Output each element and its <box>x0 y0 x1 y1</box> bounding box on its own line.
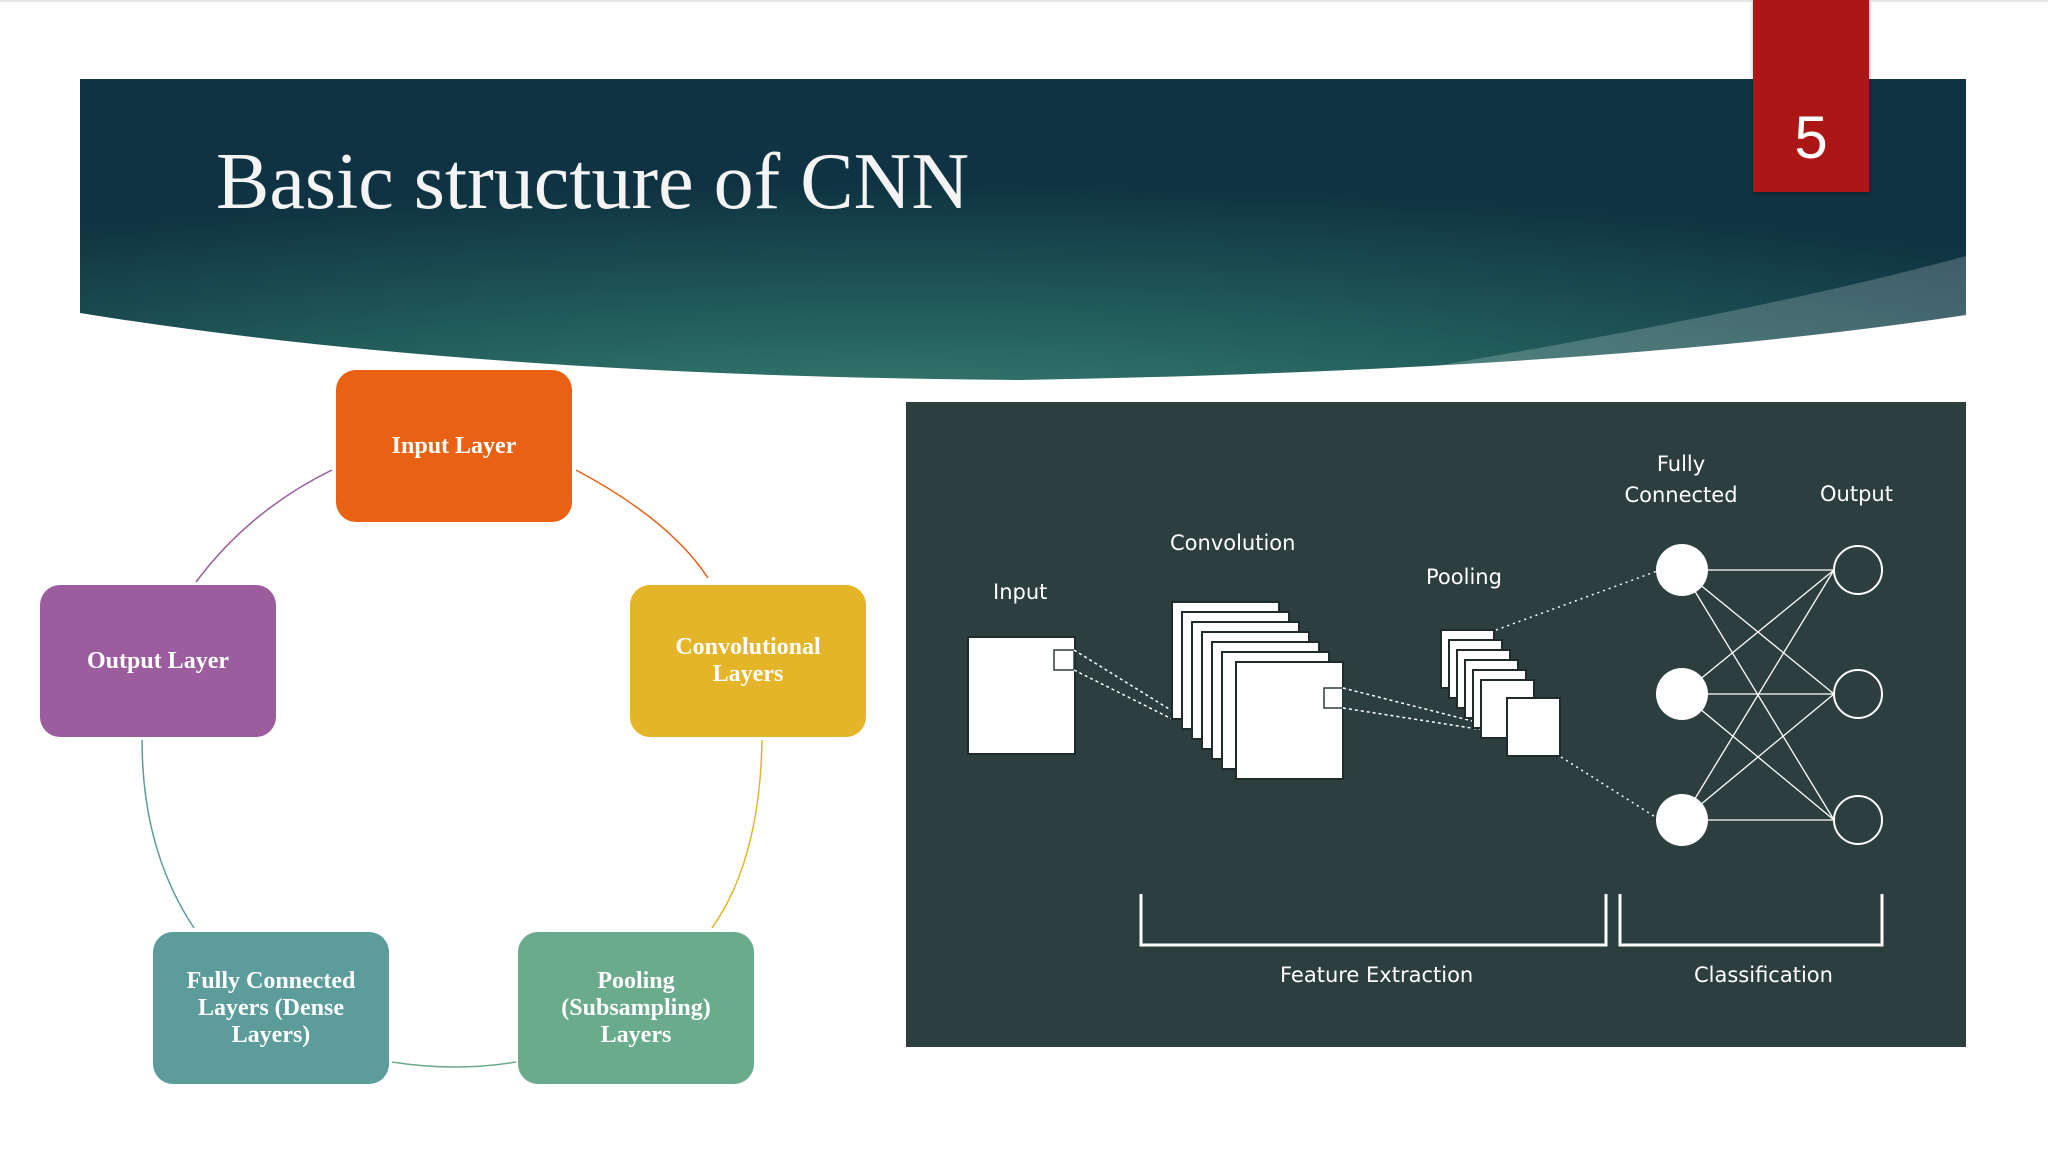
diagram-label-input: Input <box>993 580 1048 604</box>
fully-connected-links <box>1681 569 1835 821</box>
cycle-node-output-layer: Output Layer <box>40 585 276 737</box>
cycle-arc-output-to-input <box>195 469 333 583</box>
diagram-label-feature-extraction: Feature Extraction <box>1280 963 1474 987</box>
page-number: 5 <box>1794 104 1828 171</box>
cycle-node-label: Pooling (Subsampling) Layers <box>561 967 711 1048</box>
cycle-arc-pooling-to-fc <box>391 1061 517 1068</box>
cycle-connector-lines <box>141 469 763 1068</box>
cycle-arc-conv-to-pooling <box>711 739 763 929</box>
convolution-feature-maps <box>1171 601 1344 780</box>
banner-swoosh <box>1400 256 1966 372</box>
cycle-node-input-layer: Input Layer <box>336 370 572 522</box>
cnn-diagram-graphics <box>967 544 1884 947</box>
cycle-node-label: Output Layer <box>86 647 229 674</box>
cycle-arc-fc-to-output <box>141 739 195 929</box>
cycle-node-pooling-layers: Pooling (Subsampling) Layers <box>518 932 754 1084</box>
title-banner <box>80 79 1966 380</box>
diagram-label-classification: Classification <box>1694 963 1833 987</box>
input-receptive-field <box>1053 649 1075 671</box>
diagram-label-fully-connected: Fully Connected <box>1624 452 1738 507</box>
pooling-feature-maps <box>1440 629 1561 757</box>
top-border <box>0 0 2048 2</box>
banner-shape <box>80 79 1966 380</box>
input-square <box>967 636 1076 755</box>
cycle-node-label: Fully Connected Layers (Dense Layers) <box>186 967 356 1048</box>
cycle-node-label: Convolutional Layers <box>675 634 821 687</box>
cnn-architecture-diagram: Input Convolution Pooling Fully Connecte… <box>906 402 1966 1047</box>
cycle-node-fully-connected-layers: Fully Connected Layers (Dense Layers) <box>153 932 389 1084</box>
feature-extraction-bracket <box>1139 894 1608 947</box>
diagram-label-output: Output <box>1820 482 1893 506</box>
diagram-label-pooling: Pooling <box>1426 565 1502 589</box>
slide-title: Basic structure of CNN <box>216 138 970 226</box>
diagram-label-convolution: Convolution <box>1170 531 1296 555</box>
conv-receptive-field <box>1323 687 1344 709</box>
page-number-badge: 5 <box>1753 0 1869 192</box>
output-neurons <box>1833 545 1883 845</box>
cycle-node-label: Input Layer <box>391 432 517 459</box>
cycle-node-convolutional-layers: Convolutional Layers <box>630 585 866 737</box>
fully-connected-neurons <box>1656 544 1708 846</box>
classification-bracket <box>1618 894 1884 947</box>
cycle-arc-input-to-conv <box>575 469 709 579</box>
